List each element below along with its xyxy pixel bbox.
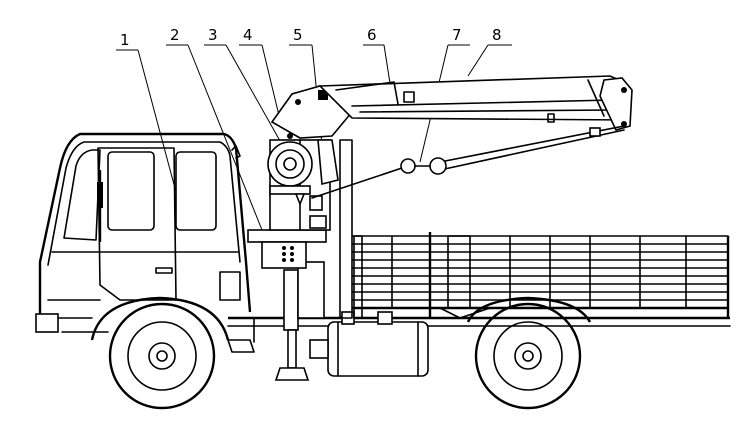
boom-tip-pin bbox=[621, 87, 627, 93]
cab-mirror bbox=[97, 182, 103, 208]
column-lower-block bbox=[309, 215, 327, 229]
hook-block-small bbox=[400, 158, 416, 174]
callout-5: 5 bbox=[293, 26, 303, 44]
control-knob-2 bbox=[282, 252, 286, 256]
rear-rim bbox=[493, 321, 563, 391]
luffing-cylinder bbox=[317, 139, 339, 186]
callout-2: 2 bbox=[170, 26, 180, 44]
outrigger bbox=[274, 261, 329, 381]
boom-inner-line-1 bbox=[351, 99, 613, 107]
outrigger-cylinder bbox=[297, 261, 325, 319]
callout-1: 1 bbox=[120, 31, 130, 49]
front-tire bbox=[108, 302, 216, 410]
outrigger-pad bbox=[274, 367, 310, 381]
control-knob-4 bbox=[290, 246, 294, 250]
rear-wheel bbox=[474, 302, 582, 410]
fuel-tank bbox=[327, 311, 429, 377]
front-rim bbox=[127, 321, 197, 391]
outrigger-box bbox=[309, 339, 329, 359]
battery-box bbox=[227, 339, 255, 353]
boom-root-plate bbox=[335, 81, 399, 105]
rear-fender bbox=[466, 296, 592, 323]
column-lug bbox=[294, 193, 306, 207]
front-wheel bbox=[108, 302, 216, 410]
cab-step bbox=[219, 271, 241, 301]
control-knob-5 bbox=[290, 252, 294, 256]
crane-base-plate bbox=[247, 229, 327, 243]
callout-4: 4 bbox=[243, 26, 253, 44]
cab-windshield-edge bbox=[63, 149, 101, 241]
bed-post-3 bbox=[447, 235, 471, 309]
callout-3: 3 bbox=[208, 26, 218, 44]
hoist-rope bbox=[311, 125, 625, 199]
crane-boom bbox=[270, 75, 633, 139]
boom-tip bbox=[599, 77, 633, 131]
rope-to-winch bbox=[311, 165, 409, 199]
cab-outline bbox=[38, 132, 252, 315]
outrigger-upper bbox=[283, 269, 299, 331]
cab-door-handle bbox=[155, 267, 173, 274]
boom-inner-line-2 bbox=[359, 109, 613, 113]
callout-7: 7 bbox=[452, 26, 462, 44]
boom-clip bbox=[403, 91, 415, 103]
boom-main bbox=[318, 75, 629, 121]
callout-3-leader bbox=[225, 44, 285, 149]
bed-skirt bbox=[439, 307, 491, 319]
rear-hub bbox=[514, 342, 542, 370]
fuel-cap bbox=[377, 311, 393, 325]
boom-small-clip bbox=[547, 113, 555, 123]
crane-base bbox=[247, 133, 339, 269]
knuckle-block bbox=[318, 90, 328, 100]
cab-door-window bbox=[107, 151, 155, 231]
front-hub-cap bbox=[156, 350, 168, 362]
front-bumper bbox=[35, 313, 59, 333]
cab-roof-lamp bbox=[231, 145, 241, 159]
control-knob-6 bbox=[290, 258, 294, 262]
fuel-tank-body bbox=[327, 321, 429, 377]
knuckle-pin bbox=[295, 99, 301, 105]
callout-1-leader bbox=[137, 49, 177, 193]
outrigger-leg bbox=[287, 329, 297, 369]
bed-front-post bbox=[353, 235, 363, 319]
callout-2-leader bbox=[187, 44, 263, 231]
callout-8: 8 bbox=[492, 26, 502, 44]
front-fender bbox=[90, 296, 230, 341]
callout-8-leader bbox=[467, 44, 489, 77]
cab-rear-window bbox=[175, 151, 217, 231]
hook-block-large bbox=[429, 157, 447, 175]
rear-tire bbox=[474, 302, 582, 410]
cab-inner-outline bbox=[47, 141, 241, 266]
truck-cab bbox=[35, 132, 252, 333]
slewing-bracket bbox=[269, 185, 311, 195]
rope-clamp bbox=[589, 127, 601, 137]
cab-door bbox=[97, 147, 177, 301]
headboard-post bbox=[339, 139, 353, 319]
rear-hub-cap bbox=[522, 350, 534, 362]
front-hub bbox=[148, 342, 176, 370]
cargo-bed bbox=[351, 232, 730, 319]
control-knob-3 bbox=[282, 258, 286, 262]
column-bolt-top bbox=[287, 133, 293, 139]
boom-tip-brace bbox=[587, 79, 605, 117]
callout-6: 6 bbox=[367, 26, 377, 44]
control-knob-1 bbox=[282, 246, 286, 250]
slewing-gear-hub bbox=[283, 157, 297, 171]
